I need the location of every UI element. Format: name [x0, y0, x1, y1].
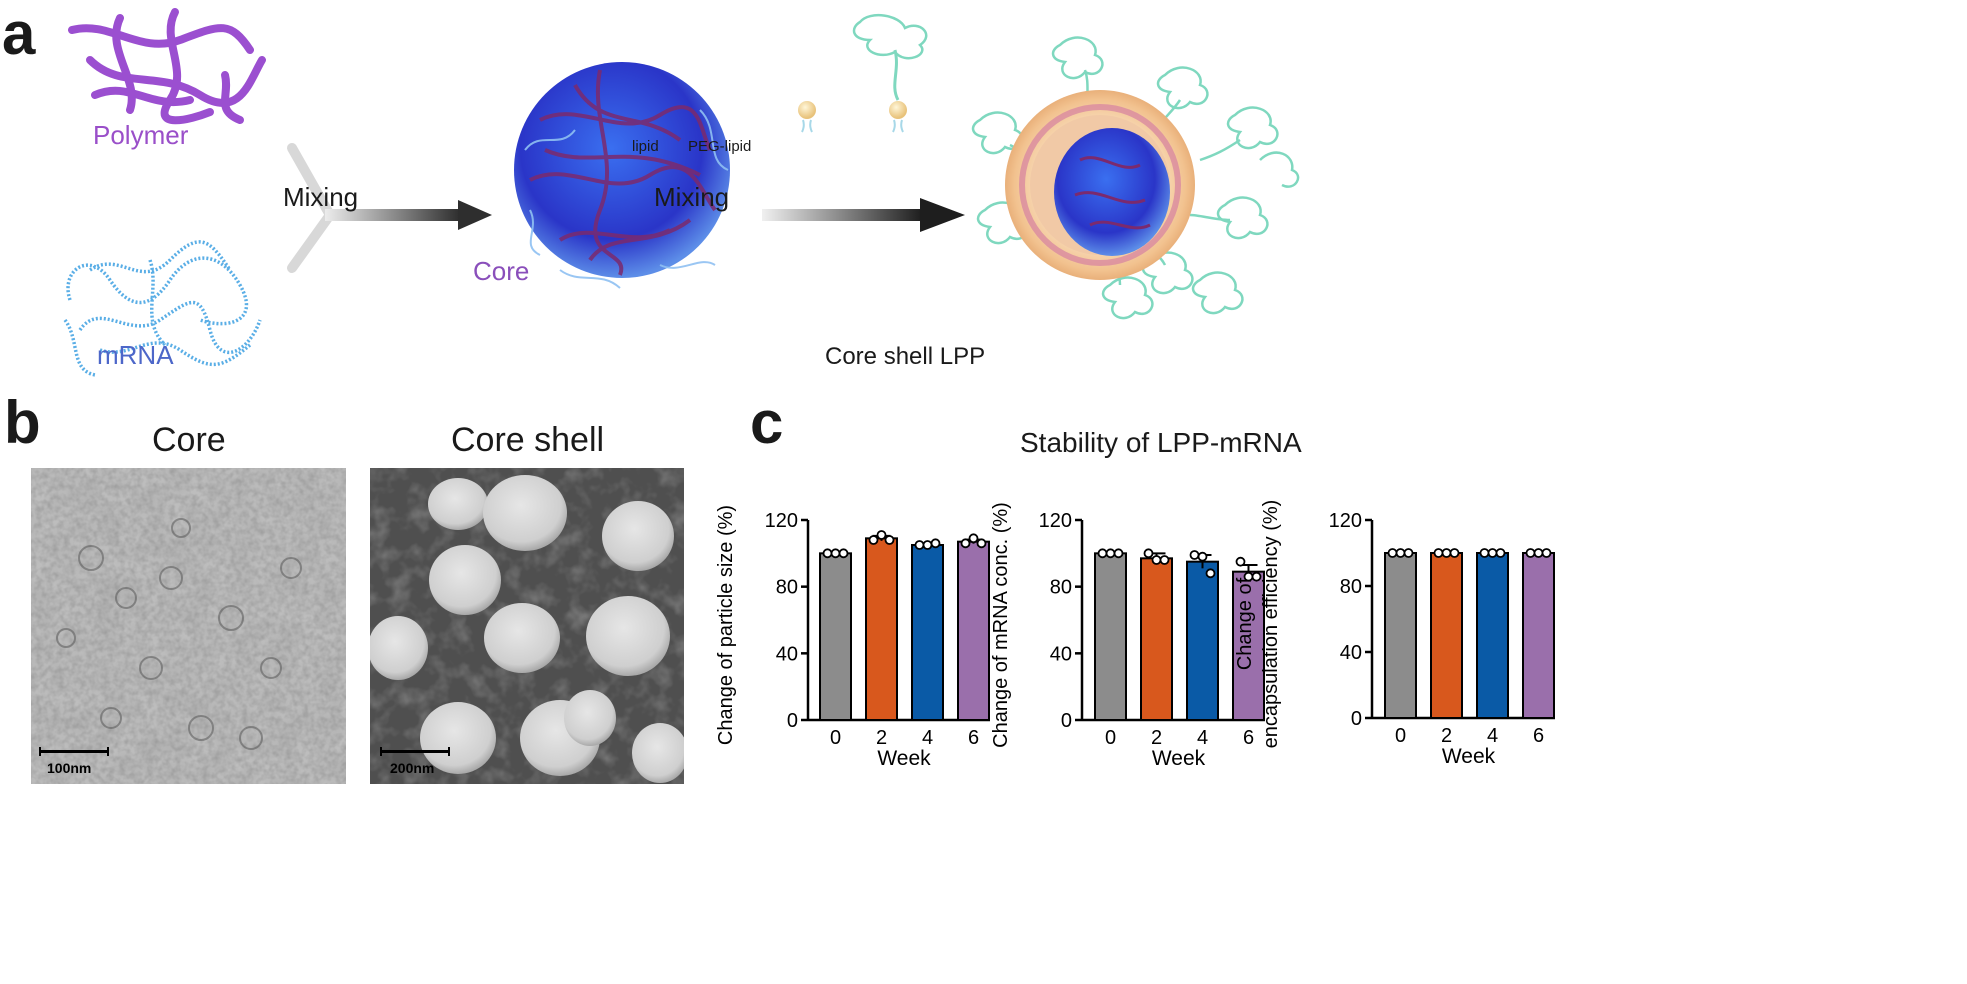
chart-1-bar-4 [1187, 562, 1218, 720]
chart-0-bar-4 [912, 545, 943, 720]
chart-0-point-4-0 [916, 541, 924, 549]
chart-0-point-6-2 [978, 539, 986, 547]
chart-1-xtick-label: 6 [1243, 727, 1254, 749]
chart-1-point-0-1 [1107, 549, 1115, 557]
chart-2-point-6-2 [1543, 549, 1551, 557]
chart-0-xtick-label: 4 [922, 727, 933, 749]
chart-2-point-2-1 [1443, 549, 1451, 557]
chart-0-point-2-0 [870, 536, 878, 544]
chart-2-point-0-0 [1389, 549, 1397, 557]
chart-0-bar-0 [820, 553, 851, 720]
chart-2-bar-6 [1523, 553, 1554, 718]
chart-2-point-0-1 [1397, 549, 1405, 557]
chart-2-xtick-label: 0 [1395, 725, 1406, 747]
chart-1-ytick-label: 40 [1050, 643, 1072, 665]
chart-0-point-0-1 [832, 549, 840, 557]
chart-1-ytick-label: 80 [1050, 577, 1072, 599]
chart-1-bar-0 [1095, 553, 1126, 720]
chart-2-xlabel: Week [1442, 745, 1496, 768]
chart-0-bar-6 [958, 542, 989, 720]
chart-0-xlabel: Week [877, 747, 931, 770]
chart-1-bar-2 [1141, 558, 1172, 720]
chart-1-ytick-label: 0 [1061, 710, 1072, 732]
chart-0-point-6-1 [970, 534, 978, 542]
chart-0-point-4-2 [932, 539, 940, 547]
chart-2-bar-4 [1477, 553, 1508, 718]
chart-0-ytick-label: 0 [787, 710, 798, 732]
chart-1-point-2-1 [1153, 556, 1161, 564]
chart-2-ylabel: Change of [1234, 577, 1256, 670]
chart-0-ylabel: Change of particle size (%) [715, 505, 737, 745]
chart-2-point-4-0 [1481, 549, 1489, 557]
chart-0-ytick-label: 40 [776, 643, 798, 665]
chart-1-xtick-label: 2 [1151, 727, 1162, 749]
chart-0-point-2-2 [886, 536, 894, 544]
chart-0-xtick-label: 0 [830, 727, 841, 749]
chart-2-point-6-1 [1535, 549, 1543, 557]
chart-1-point-2-0 [1145, 549, 1153, 557]
chart-2-ytick-label: 0 [1351, 708, 1362, 730]
chart-2-point-4-2 [1497, 549, 1505, 557]
chart-0-ytick-label: 120 [765, 510, 798, 532]
chart-2-ytick-label: 120 [1329, 510, 1362, 532]
chart-2-xtick-label: 2 [1441, 725, 1452, 747]
chart-0-point-4-1 [924, 541, 932, 549]
chart-1-point-4-2 [1207, 569, 1215, 577]
chart-0-bar-2 [866, 538, 897, 720]
chart-2-bar-2 [1431, 553, 1462, 718]
chart-2-point-2-2 [1451, 549, 1459, 557]
chart-2-xtick-label: 6 [1533, 725, 1544, 747]
chart-2-xtick-label: 4 [1487, 725, 1498, 747]
chart-1-point-0-2 [1115, 549, 1123, 557]
chart-0-xtick-label: 2 [876, 727, 887, 749]
chart-1-ytick-label: 120 [1039, 510, 1072, 532]
chart-1-point-2-2 [1161, 556, 1169, 564]
chart-0-ytick-label: 80 [776, 577, 798, 599]
chart-1-point-4-0 [1191, 551, 1199, 559]
chart-0-point-2-1 [878, 531, 886, 539]
chart-2-point-0-2 [1405, 549, 1413, 557]
chart-1-point-6-0 [1237, 558, 1245, 566]
chart-2-point-2-0 [1435, 549, 1443, 557]
chart-1-xtick-label: 0 [1105, 727, 1116, 749]
chart-1-point-4-1 [1199, 553, 1207, 561]
chart-2-point-6-0 [1527, 549, 1535, 557]
chart-0-point-0-0 [824, 549, 832, 557]
chart-1-xtick-label: 4 [1197, 727, 1208, 749]
chart-2-point-4-1 [1489, 549, 1497, 557]
chart-0-point-0-2 [840, 549, 848, 557]
chart-1-ylabel: Change of mRNA conc. (%) [990, 502, 1012, 748]
chart-2-ytick-label: 80 [1340, 576, 1362, 598]
chart-0-xtick-label: 6 [968, 727, 979, 749]
chart-1-xlabel: Week [1152, 747, 1206, 770]
chart-2-ylabel: encapsulation efficiency (%) [1260, 500, 1282, 749]
chart-1-point-0-0 [1099, 549, 1107, 557]
chart-2-ytick-label: 40 [1340, 642, 1362, 664]
chart-0-point-6-0 [962, 539, 970, 547]
chart-2-bar-0 [1385, 553, 1416, 718]
